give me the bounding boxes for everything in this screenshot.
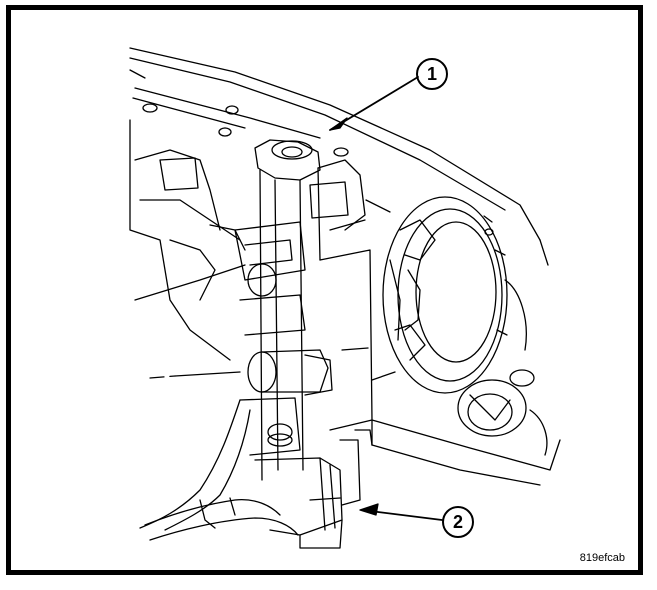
- figure-reference-code: 819efcab: [579, 552, 625, 564]
- callout-1-circle: [416, 58, 448, 90]
- diagram-frame: [6, 5, 643, 575]
- dash-top-edge: [129, 47, 549, 266]
- callout-1-label: 1: [427, 64, 437, 84]
- dash-fasteners: [142, 103, 494, 236]
- steering-column-bracket: [234, 139, 373, 481]
- column-tube: [149, 349, 333, 396]
- callout-2-leader: [359, 503, 443, 521]
- callout-2-circle: [442, 506, 474, 538]
- wiring-harness: [139, 399, 299, 541]
- callout-2-label: 2: [453, 512, 463, 532]
- left-panel: [129, 119, 246, 361]
- lower-right-panel: [371, 369, 561, 486]
- callout-1-leader: [329, 76, 419, 131]
- lower-bracket: [239, 397, 373, 549]
- gauge-ring: [365, 196, 527, 394]
